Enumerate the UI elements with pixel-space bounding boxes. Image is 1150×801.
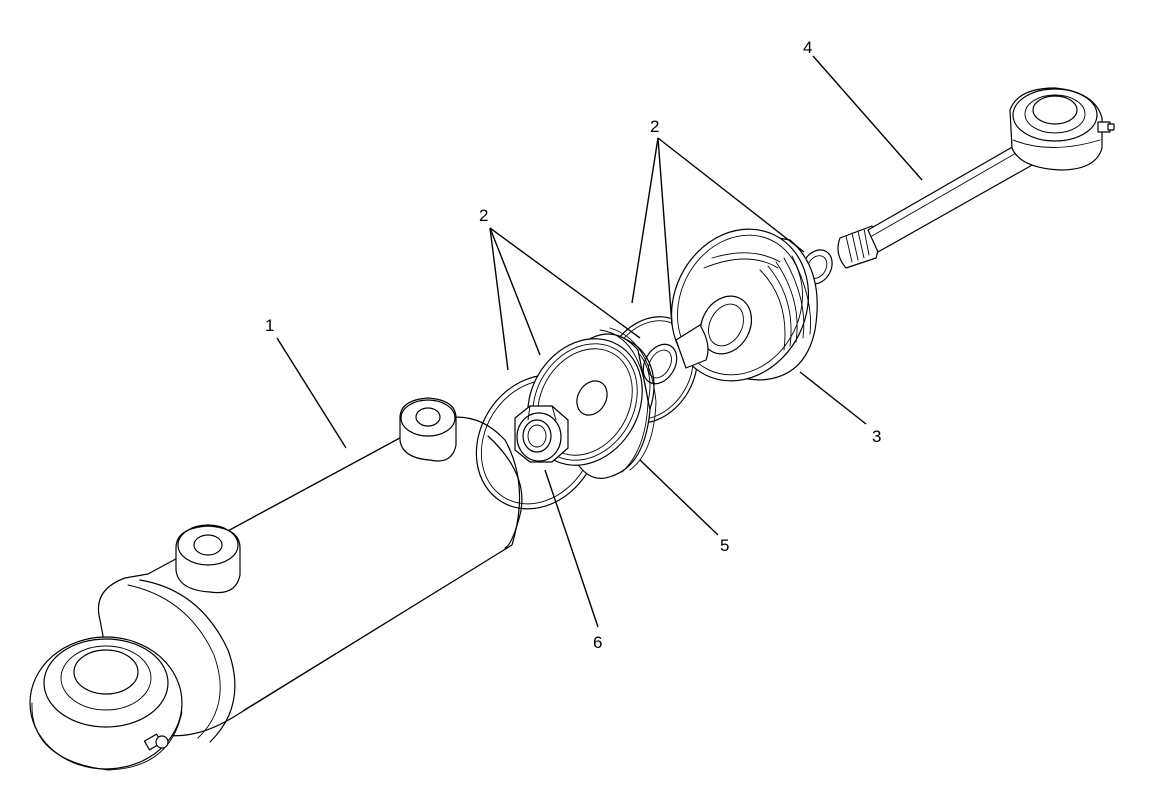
seal-ring-inner xyxy=(642,343,678,385)
leader-2b-2 xyxy=(657,137,673,326)
callout-5: 5 xyxy=(720,536,729,555)
leader-2b-1 xyxy=(631,137,659,304)
base-port-boss xyxy=(175,524,241,594)
leader-3 xyxy=(799,371,867,425)
top-port-boss xyxy=(399,397,457,462)
callout-6: 6 xyxy=(593,633,602,652)
piston-rod xyxy=(837,87,1115,269)
gland-head xyxy=(670,228,818,382)
callout-3: 3 xyxy=(872,427,881,446)
callout-4: 4 xyxy=(803,38,812,57)
leader-4 xyxy=(812,55,923,181)
leader-2a-2 xyxy=(489,227,541,356)
leader-2a-1 xyxy=(489,227,509,371)
leader-6 xyxy=(544,469,599,628)
leader-2a-3 xyxy=(489,227,641,339)
rear-rod-eye xyxy=(29,636,183,771)
rod-eye xyxy=(1009,87,1115,171)
piston-nut xyxy=(514,405,569,463)
leader-lines xyxy=(276,55,923,628)
leader-2b-3 xyxy=(657,137,805,253)
callout-2-left: 2 xyxy=(479,206,488,225)
callout-labels: 1 2 2 3 4 5 6 xyxy=(265,38,881,652)
callout-1: 1 xyxy=(265,316,274,335)
cylinder-barrel xyxy=(29,397,523,771)
leader-5 xyxy=(639,459,719,536)
leader-1 xyxy=(276,337,347,449)
callout-2-right: 2 xyxy=(650,117,659,136)
